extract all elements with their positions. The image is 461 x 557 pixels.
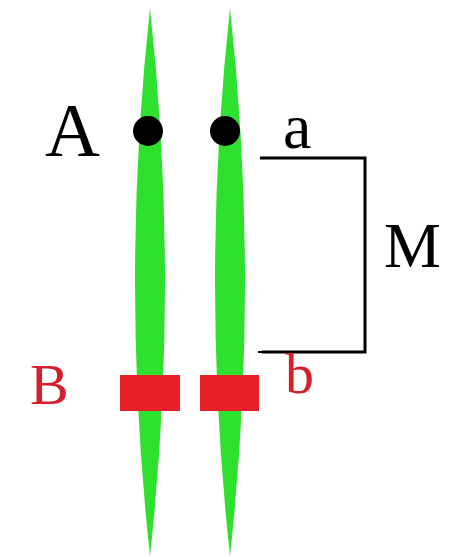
chromosome <box>135 8 165 556</box>
distance-bracket <box>260 158 365 352</box>
leader-line <box>258 351 270 353</box>
gene-locus <box>120 375 180 411</box>
gene-label: A <box>45 92 100 168</box>
gene-label: M <box>384 214 441 278</box>
chromosome <box>215 8 245 556</box>
gene-label: b <box>285 345 314 403</box>
gene-locus <box>133 116 163 146</box>
gene-label: B <box>30 356 69 414</box>
gene-locus <box>210 116 240 146</box>
gene-label: a <box>283 95 311 159</box>
gene-locus <box>200 375 259 411</box>
